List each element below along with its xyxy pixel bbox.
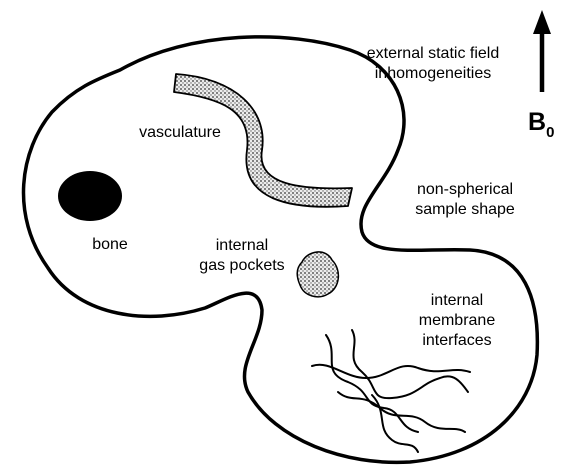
bone-shape — [58, 171, 122, 221]
gas-pockets-label-line2: gas pockets — [199, 257, 284, 274]
membrane-label-line1: internal — [431, 292, 483, 309]
sample-shape-label-line2: sample shape — [415, 201, 515, 218]
sample-shape-label-line1: non-spherical — [417, 181, 513, 198]
external-field-label-line2: inhomogeneities — [375, 65, 492, 82]
membrane-label-line2: membrane — [419, 312, 496, 329]
b0-symbol: B0 — [528, 108, 554, 141]
gas-pockets-label-line1: internal — [216, 237, 268, 254]
b0-subscript: 0 — [546, 124, 554, 141]
membrane-label-line3: interfaces — [422, 332, 491, 349]
b0-arrow — [533, 10, 551, 92]
gas-pocket-shape — [297, 252, 338, 297]
vasculature-label: vasculature — [139, 124, 221, 141]
b0-letter: B — [528, 108, 546, 136]
external-field-label-line1: external static field — [367, 45, 500, 62]
bone-label: bone — [92, 236, 128, 253]
